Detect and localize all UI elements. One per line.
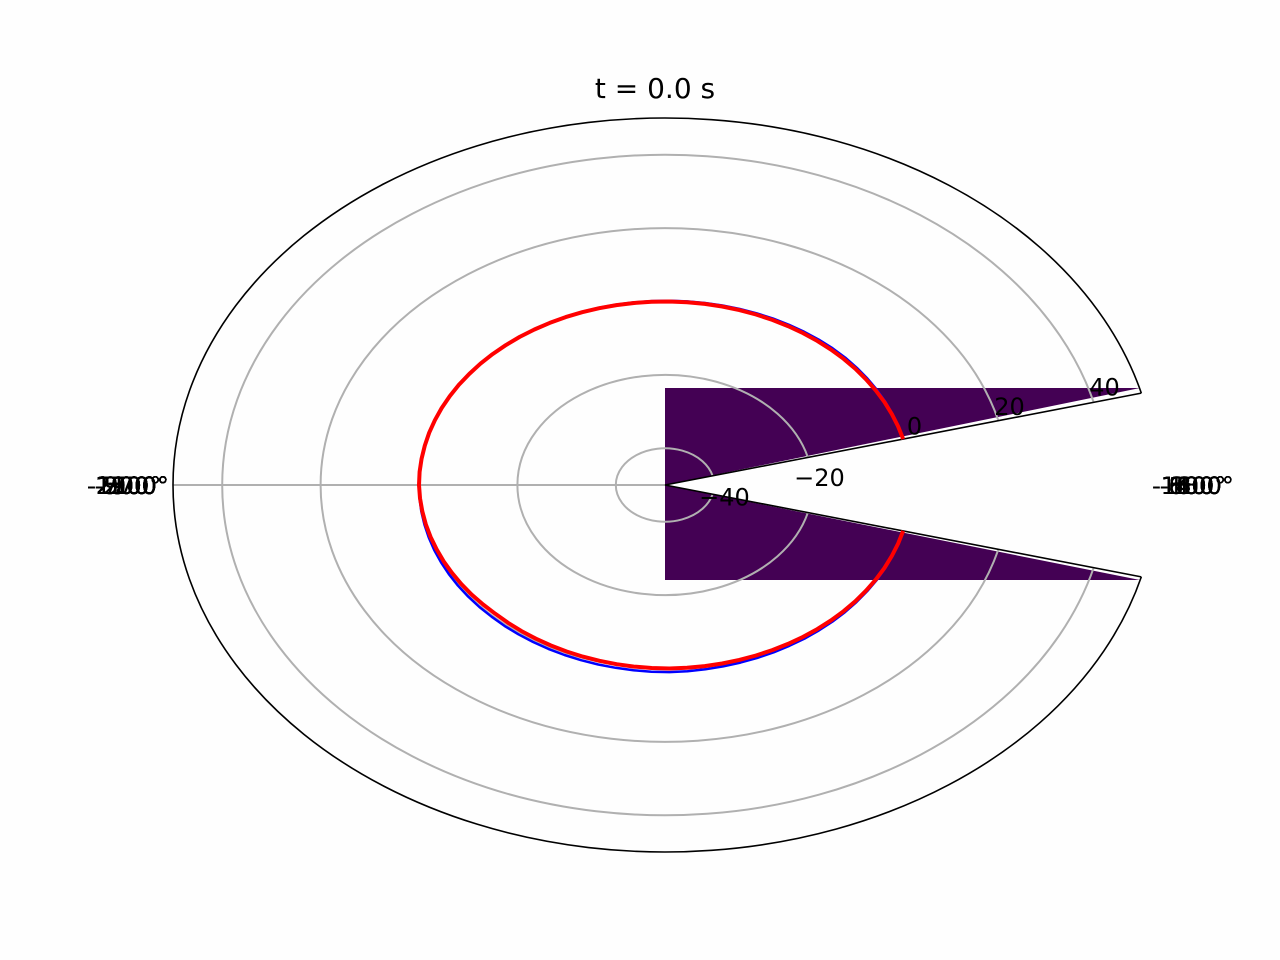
angular-tick-label-left: -900° [95,472,161,500]
angular-tick-label-left: -700° [95,472,161,500]
angular-tick-label-left: -270° [95,472,161,500]
angular-tick-label-left: -2900° [87,472,169,500]
radial-tick-label: 40 [1089,374,1120,402]
series-curve-1 [417,299,906,671]
radial-tick-label: 20 [994,393,1025,421]
angular-tick-label-left: -500° [95,472,161,500]
chart-title: t = 0.0 s [595,72,715,105]
angular-tick-label-left: -1500° [87,472,169,500]
angular-tick-label-left: -1100° [87,472,169,500]
angular-tick-label-left: -2300° [87,472,169,500]
angular-tick-label-right: -1600° [1152,472,1234,500]
angular-tick-label-right: -100° [1160,472,1226,500]
angular-tick-label-right: -1400° [1152,472,1234,500]
angular-tick-label-left: -1700° [87,472,169,500]
frame-outer-arc [172,117,1143,853]
radial-tick-label: 0 [907,413,922,441]
angular-tick-label-right: -600° [1160,472,1226,500]
angular-tick-label-left: -1900° [87,472,169,500]
radial-tick-label: −20 [794,464,845,492]
angular-tick-label-left: -300° [95,472,161,500]
angular-tick-label-right: -180° [1160,472,1226,500]
radial-tick-label: −40 [699,483,750,511]
polar-plot-area: −40−2002040-270°-2700°-900°-2900°-1700°-… [87,117,1234,853]
wedge-fill [665,388,1140,580]
angular-tick-label-right: -1800° [1152,472,1234,500]
angular-tick-label-left: -2100° [87,472,169,500]
angular-tick-label-right: -1100° [1152,472,1234,500]
angular-tick-label-left: -2500° [87,472,169,500]
angular-tick-label-right: -800° [1160,472,1226,500]
angular-tick-label-left: -2700° [87,472,169,500]
